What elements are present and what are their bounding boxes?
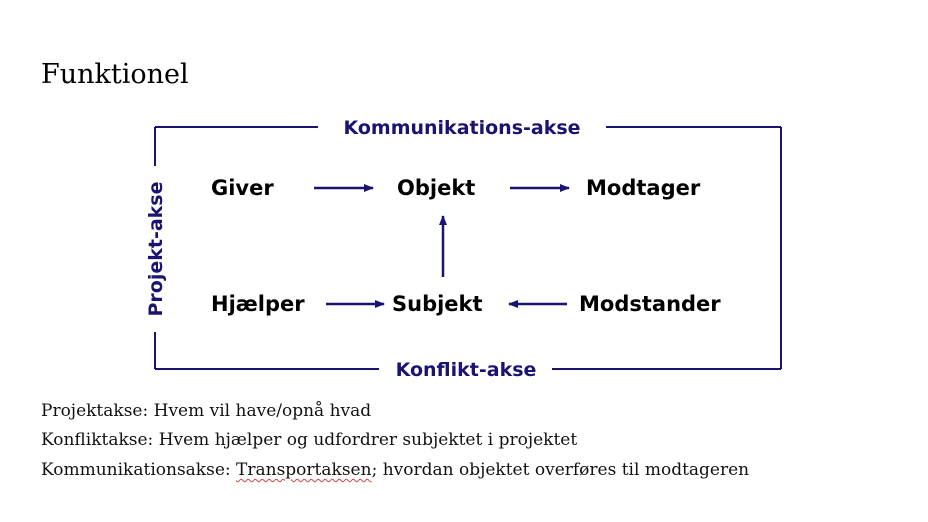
node-modtager: Modtager [586,176,701,200]
page-heading: Funktionel [41,59,189,90]
node-subjekt: Subjekt [392,292,483,316]
axis-label-kommunikation: Kommunikations-akse [343,117,580,139]
description-konfliktakse: Konfliktakse: Hvem hjælper og udfordrer … [41,430,578,450]
description-projektakse: Projektakse: Hvem vil have/opnå hvad [41,401,372,421]
axis-frame [154,126,782,370]
description-transportaksen-word: Transportaksen [236,460,372,480]
node-objekt: Objekt [397,176,475,200]
node-modstander: Modstander [579,292,721,316]
node-giver: Giver [211,176,274,200]
axis-label-konflikt: Konflikt-akse [396,359,537,381]
node-hjaelper: Hjælper [211,292,305,316]
description-kommunikationsakse-suffix: ; hvordan objektet overføres til modtage… [371,460,750,480]
description-kommunikationsakse-prefix: Kommunikationsakse: [41,460,237,480]
description-kommunikationsakse: Kommunikationsakse: Transportaksen; hvor… [41,459,749,481]
axis-label-projekt: Projekt-akse [145,181,167,316]
